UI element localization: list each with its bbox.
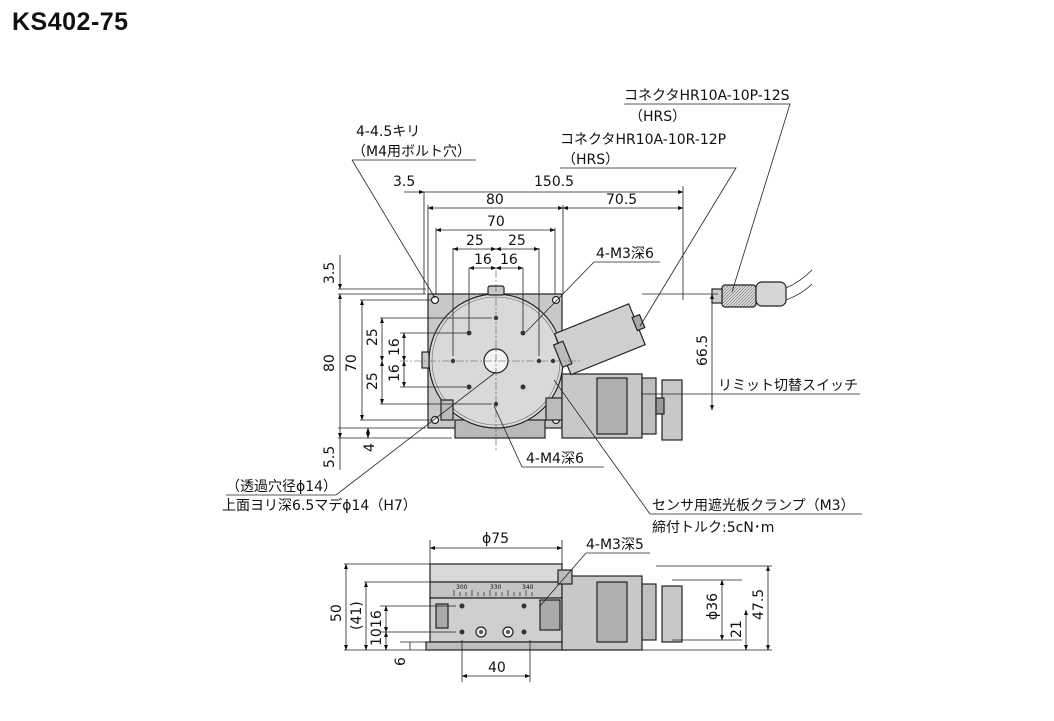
dim-front-40: 40 (488, 660, 506, 676)
front-knob (661, 585, 683, 643)
model-title: KS402-75 (12, 8, 129, 36)
callout-sensor-clamp: センサ用遮光板クランプ（M3） (652, 498, 855, 514)
dim-front-10: 10 (369, 628, 385, 646)
callout-tap-m3: 4-M3深6 (596, 246, 654, 262)
dim-v-66-5: 66.5 (695, 335, 711, 366)
scale-label: 300 (456, 584, 468, 591)
scale-label: 340 (522, 584, 534, 591)
callout-counterbore: 上面ヨリ深6.5マデϕ14（H7） (222, 497, 417, 514)
callout-mount-holes-sub: （M4用ボルト穴） (352, 144, 471, 160)
dimension-texts: 3.5 150.5 80 70.5 70 25 25 16 16 3.5 80 … (322, 174, 767, 676)
limit-switch-block (552, 303, 646, 376)
top-view (421, 269, 813, 441)
callout-tap-m4: 4-M4深6 (526, 451, 584, 467)
callout-connector-mid-maker: （HRS） (562, 152, 619, 168)
dim-v-80: 80 (322, 354, 338, 372)
scale-label: 330 (490, 584, 502, 591)
dim-3-5-top: 3.5 (393, 174, 415, 190)
dim-front-50: 50 (329, 604, 345, 622)
m4-taps (466, 330, 526, 390)
dim-phi36: ϕ36 (705, 593, 721, 620)
dim-70-5: 70.5 (606, 192, 637, 208)
front-view: 300 330 340 (425, 563, 683, 651)
dimension-lines (338, 190, 714, 470)
centerlines (400, 270, 580, 450)
connector-plug (711, 269, 813, 308)
front-base (425, 641, 567, 651)
front-dimension-lines (344, 540, 772, 682)
sensor-clamp (545, 397, 563, 421)
dim-front-21: 21 (729, 620, 745, 638)
dim-v-70: 70 (344, 354, 360, 372)
mount-hole (551, 295, 561, 305)
callout-tap-m3-front: 4-M3深5 (586, 537, 644, 553)
motor-body (596, 377, 628, 435)
dim-v-16-bottom: 16 (387, 364, 403, 382)
callout-connector-mid: コネクタHR10A-10R-12P (560, 132, 726, 148)
dim-front-16: 16 (369, 610, 385, 628)
scale-ticks (453, 590, 533, 596)
dim-16-right: 16 (500, 252, 518, 268)
callout-limit-switch: リミット切替スイッチ (718, 378, 858, 394)
dim-150-5: 150.5 (534, 174, 574, 190)
callout-mount-holes: 4-4.5キリ (356, 124, 420, 140)
dim-v-3-5: 3.5 (322, 262, 338, 284)
dim-phi75: ϕ75 (482, 531, 509, 547)
dim-80: 80 (486, 192, 504, 208)
dim-front-47-5: 47.5 (751, 589, 767, 620)
side-tab (421, 351, 430, 369)
callout-texts: コネクタHR10A-10P-12S （HRS） コネクタHR10A-10R-12… (222, 88, 858, 553)
rotary-top (429, 563, 563, 583)
callout-connector-top: コネクタHR10A-10P-12S (624, 88, 790, 104)
dim-v-25-bottom: 25 (365, 372, 381, 390)
extension-lines (338, 186, 718, 439)
dim-v-16-top: 16 (387, 338, 403, 356)
dim-16-left: 16 (474, 252, 492, 268)
dim-v-5-5: 5.5 (322, 446, 338, 468)
dim-v-25-top: 25 (365, 328, 381, 346)
callout-connector-top-maker: （HRS） (629, 109, 686, 125)
leader-lines (226, 103, 862, 515)
callout-torque: 締付トルク:5cN･m (652, 519, 774, 536)
dim-front-41: (41) (349, 601, 365, 630)
mount-hole (430, 415, 440, 425)
dim-v-4: 4 (362, 443, 378, 452)
dim-70: 70 (487, 214, 505, 230)
dim-25-left: 25 (466, 233, 484, 249)
callout-through-hole: （透過穴径ϕ14） (226, 479, 337, 495)
adjust-knob (661, 379, 683, 441)
dim-front-6: 6 (393, 657, 409, 666)
dim-25-right: 25 (508, 233, 526, 249)
